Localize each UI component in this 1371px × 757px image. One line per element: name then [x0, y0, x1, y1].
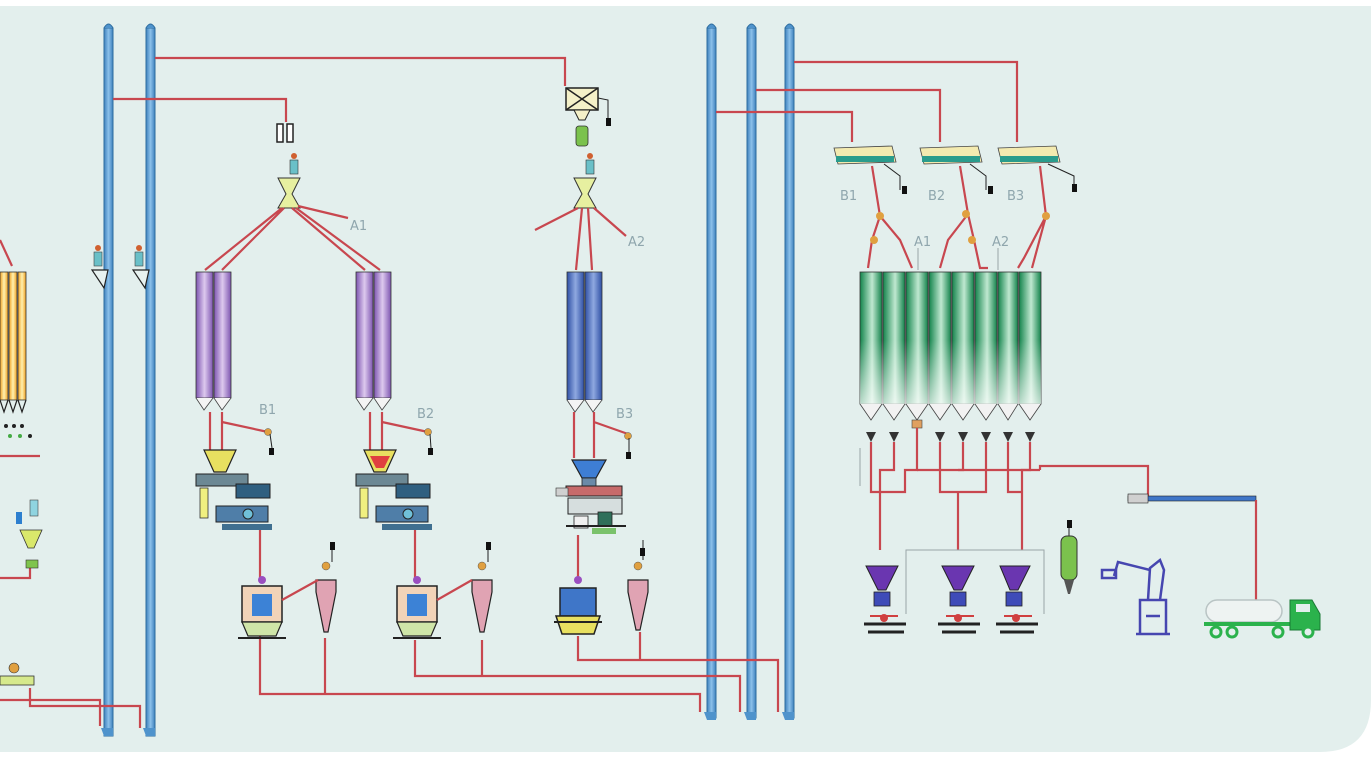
bucket-elevator — [143, 23, 156, 737]
air-separator — [393, 576, 441, 639]
cyclone — [627, 540, 649, 631]
bucket-elevator — [782, 23, 795, 720]
green-silo-bank — [859, 271, 1042, 429]
packing-machine — [864, 565, 906, 634]
vibrating-screen — [833, 145, 907, 194]
label-b2: B2 — [928, 189, 945, 204]
label-b1: B1 — [259, 403, 276, 418]
bucket-elevator — [744, 23, 757, 720]
dust-collector — [1060, 520, 1078, 594]
pipe-network — [0, 56, 1019, 728]
cyclone — [315, 542, 337, 633]
packing-machine — [996, 565, 1038, 634]
level-sensor — [264, 428, 274, 455]
palletizer-robot — [1100, 557, 1170, 636]
level-indicator — [131, 245, 150, 290]
air-slide-conveyor — [1127, 493, 1258, 600]
bucket-elevators — [101, 23, 795, 737]
level-sensor — [424, 428, 433, 455]
screw-conveyor — [0, 662, 35, 686]
small-dust-filter — [16, 499, 43, 569]
label-b2: B2 — [417, 407, 434, 422]
bucket-elevator — [101, 23, 114, 737]
vibrating-screen — [997, 145, 1077, 192]
roller-mill — [355, 449, 432, 530]
diagram-labels: B1 B2 B3 A1 A2 B1 B2 B3 A1 A2 — [259, 189, 1024, 422]
vibrating-screen — [919, 145, 993, 194]
cyclone — [471, 542, 493, 633]
label-a1: A1 — [914, 235, 931, 250]
grinding-line-1 — [195, 123, 493, 639]
separator-hopper — [554, 576, 602, 635]
packing-machine — [938, 565, 980, 634]
level-sensor — [624, 432, 632, 459]
label-a1: A1 — [350, 219, 367, 234]
label-b1: B1 — [840, 189, 857, 204]
label-b3: B3 — [616, 407, 633, 422]
bucket-elevator — [704, 23, 717, 720]
bag-filter — [565, 87, 611, 147]
label-a2: A2 — [628, 235, 645, 250]
vertical-mill — [555, 459, 626, 534]
storage-and-packing — [833, 145, 1321, 639]
air-separator — [238, 576, 286, 639]
label-b3: B3 — [1007, 189, 1024, 204]
level-indicator — [90, 245, 109, 290]
roller-mill — [195, 449, 272, 530]
label-a2: A2 — [992, 235, 1009, 250]
partial-silo-group — [0, 239, 43, 686]
grinding-line-2 — [534, 87, 649, 635]
bulk-tanker-truck — [1204, 599, 1321, 639]
